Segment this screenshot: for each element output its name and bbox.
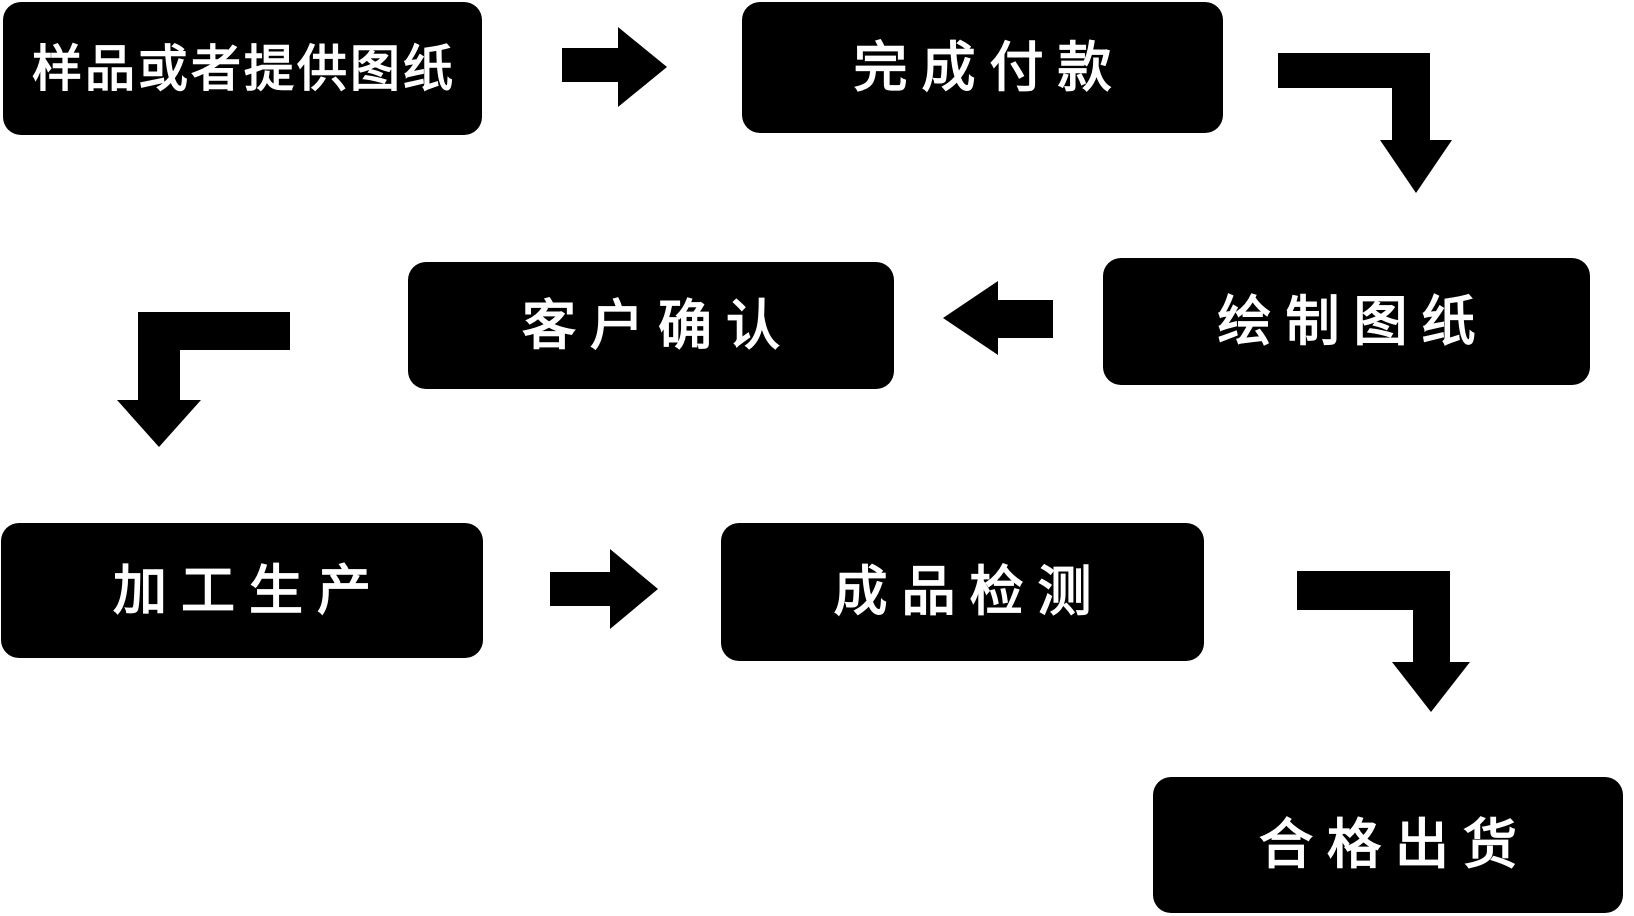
right-arrow-icon [550, 549, 658, 629]
flow-node-drawing: 绘制图纸 [1103, 258, 1590, 385]
flow-node-label: 绘制图纸 [1217, 291, 1490, 352]
elbow-down-arrow-icon [1278, 53, 1452, 193]
elbow-down-arrow-icon [1297, 571, 1470, 712]
left-arrow-icon [943, 281, 1053, 355]
right-arrow-icon [562, 27, 667, 107]
flow-node-label: 成品检测 [833, 562, 1106, 622]
flow-node-label: 合格出货 [1259, 815, 1531, 875]
flow-node-label: 加工生产 [113, 560, 385, 621]
flow-node-inspection: 成品检测 [721, 523, 1204, 661]
flow-node-label: 样品或者提供图纸 [32, 40, 456, 97]
flow-node-payment: 完成付款 [742, 2, 1223, 133]
flow-node-confirm: 客户确认 [408, 262, 894, 389]
elbow-down-arrow-icon [117, 312, 290, 447]
flow-node-production: 加工生产 [1, 523, 483, 658]
flow-node-label: 完成付款 [853, 37, 1126, 98]
flow-node-shipment: 合格出货 [1153, 777, 1623, 913]
flow-node-label: 客户确认 [522, 295, 794, 356]
flow-node-sample: 样品或者提供图纸 [3, 2, 482, 135]
